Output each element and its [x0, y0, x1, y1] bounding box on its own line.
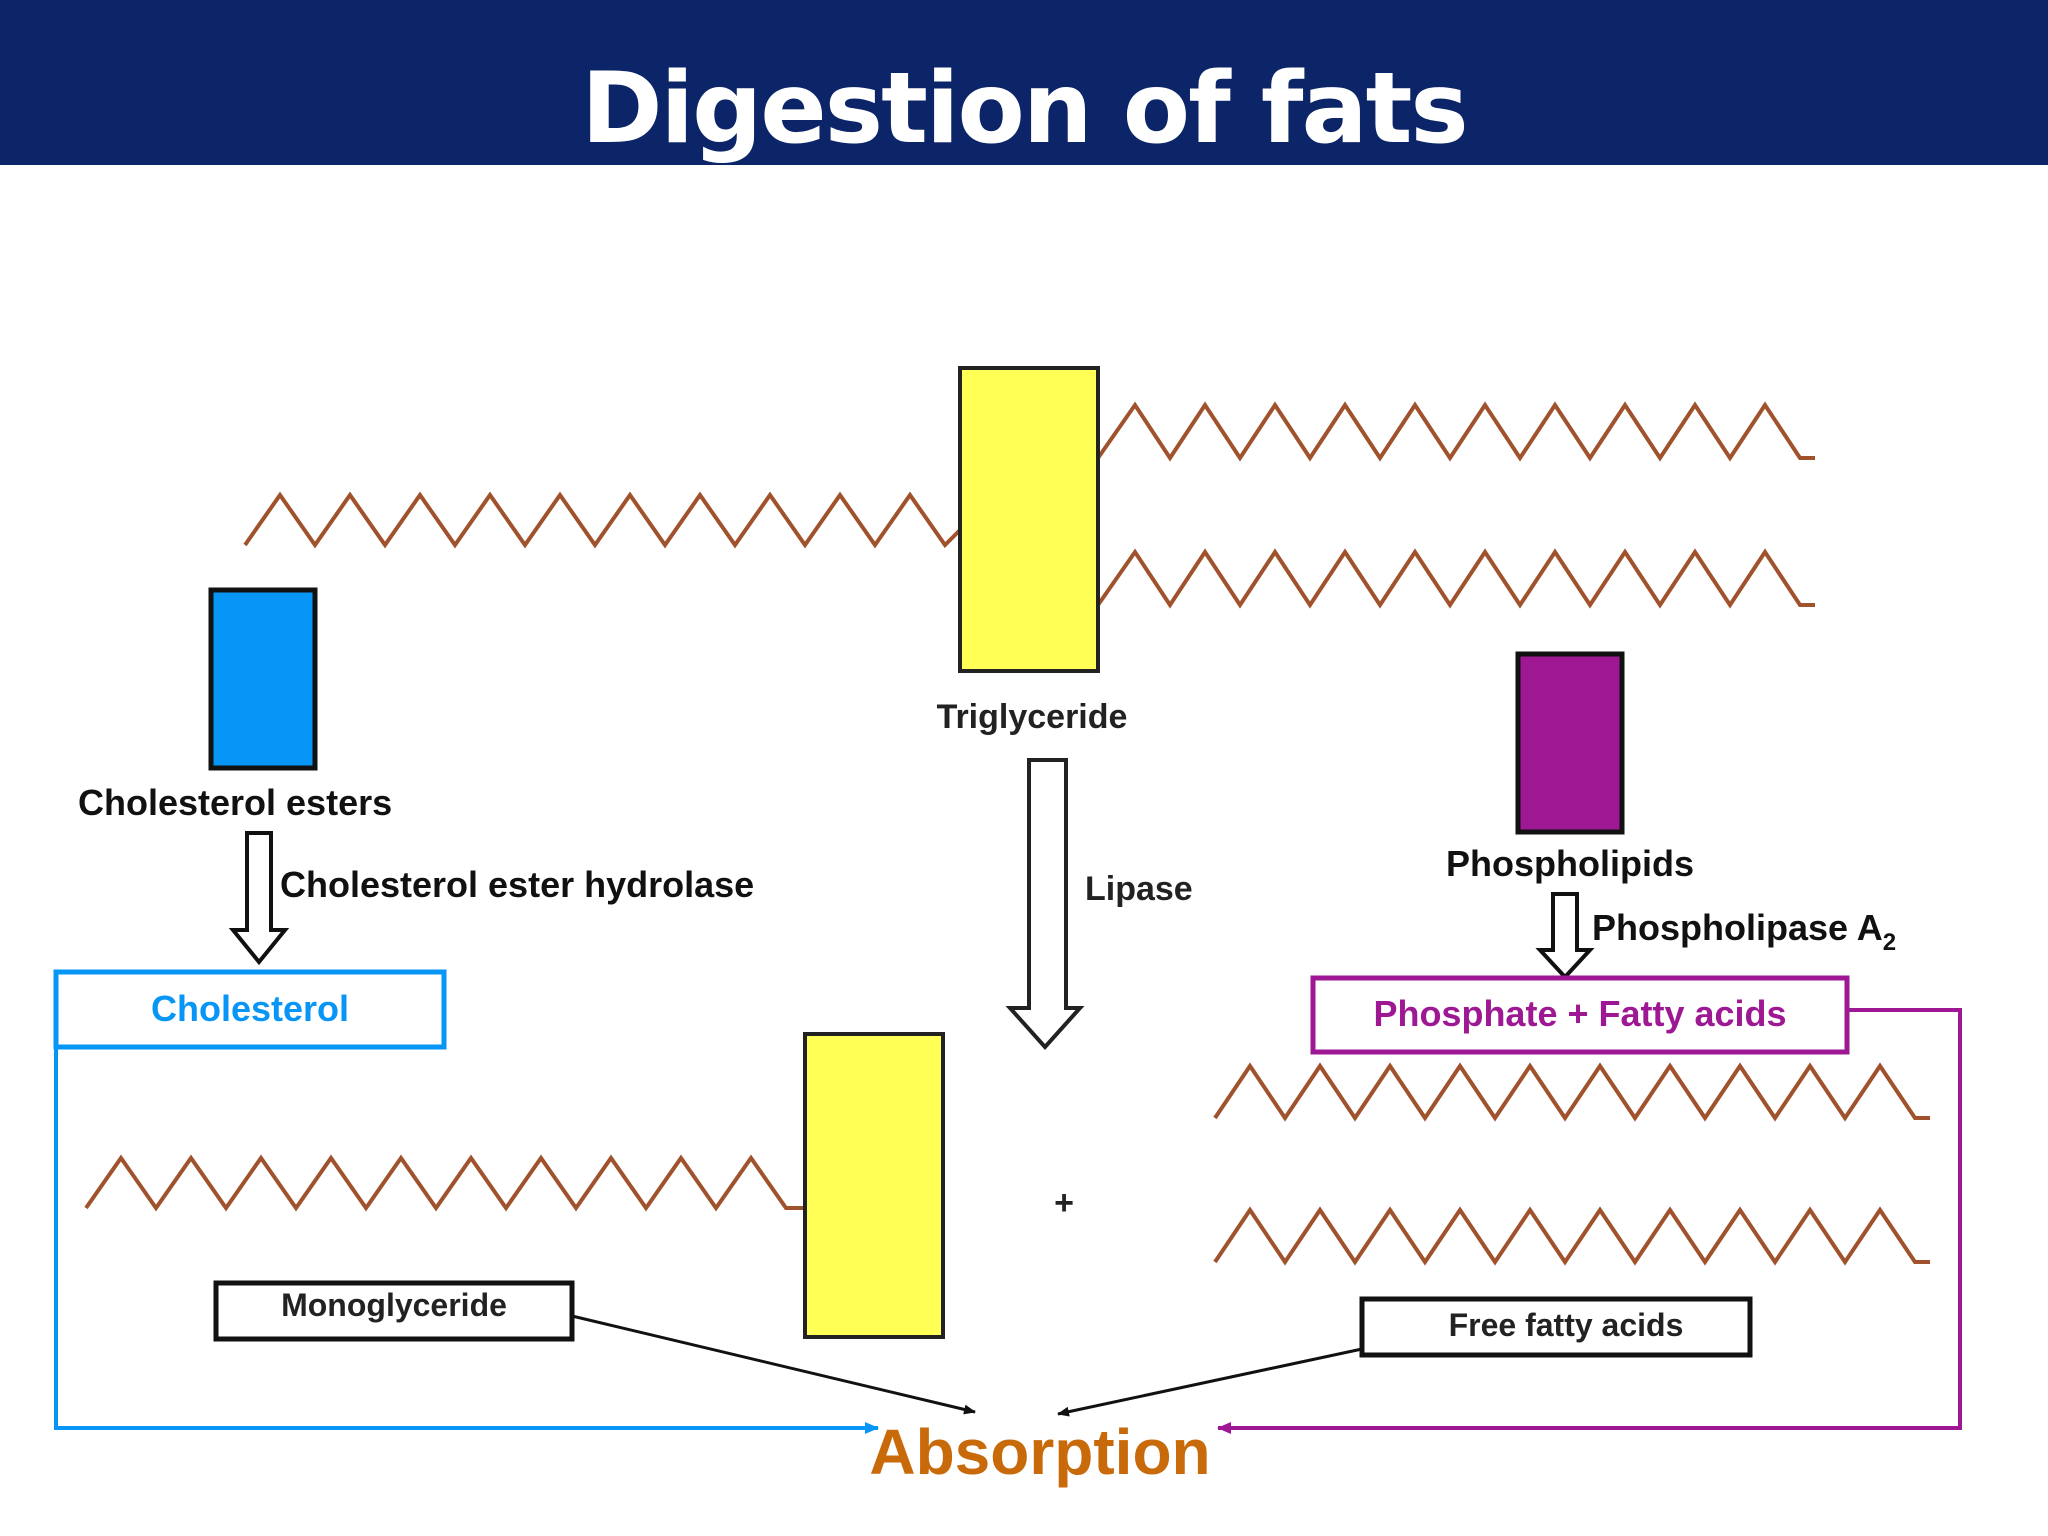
phosphate-to-absorption-arrow: [1217, 1008, 1962, 1434]
phospholipids-label: Phospholipids: [1446, 843, 1694, 884]
phosphate-fatty-acids-label: Phosphate + Fatty acids: [1373, 993, 1786, 1034]
monoglyceride-label: Monoglyceride: [281, 1287, 507, 1323]
fatty-acid-chain: [84, 1154, 805, 1212]
free-fatty-acids-to-absorption-arrow: [1057, 1347, 1363, 1417]
products-group: + Monoglyceride Free fatty acids: [84, 1032, 1930, 1417]
monoglyceride-box: [213, 1280, 575, 1342]
phosphate-fatty-acids-box: [1310, 975, 1850, 1055]
fatty-acid-chain: [1096, 548, 1815, 609]
monoglyceride-to-absorption-arrow: [571, 1314, 976, 1415]
fatty-acid-chain: [1213, 1062, 1930, 1122]
free-fatty-acids-box: [1359, 1296, 1753, 1358]
cholesterol-esters-label: Cholesterol esters: [78, 782, 392, 823]
lipase-arrow: [1005, 758, 1085, 1050]
fatty-acid-chain: [1096, 401, 1815, 462]
plus-sign: +: [1054, 1184, 1074, 1222]
fatty-acid-chain: [243, 491, 962, 549]
free-fatty-acids-label: Free fatty acids: [1449, 1307, 1684, 1343]
phospholipid-group: Phospholipids Phospholipase A2 Phosphate…: [1217, 651, 1962, 1434]
cholesterol-to-absorption-arrow: [54, 1047, 879, 1434]
monoglyceride-glycerol-block: [803, 1032, 945, 1339]
lipase-step: Lipase: [1005, 758, 1193, 1050]
page-title: Digestion of fats: [581, 52, 1469, 166]
triglyceride-group: Triglyceride: [243, 366, 1815, 736]
phospholipase-label: Phospholipase A2: [1592, 907, 1896, 956]
triglyceride-label: Triglyceride: [937, 698, 1128, 736]
cholesterol-box: [53, 969, 447, 1050]
triglyceride-glycerol-block: [958, 366, 1100, 673]
cholesterol-ester-block: [208, 587, 318, 771]
lipase-label: Lipase: [1085, 870, 1193, 908]
cholesterol-ester-hydrolase-label: Cholesterol ester hydrolase: [280, 864, 754, 905]
title-bar: [0, 0, 2048, 165]
cholesterol-group: Cholesterol esters Cholesterol ester hyd…: [53, 587, 879, 1434]
phospholipase-arrow: [1535, 892, 1595, 980]
cholesterol-label: Cholesterol: [151, 988, 349, 1029]
absorption-label: Absorption: [869, 1416, 1210, 1488]
phospholipid-block: [1515, 651, 1625, 835]
cholesterol-hydrolase-arrow: [228, 831, 290, 966]
fatty-acid-chain: [1213, 1206, 1930, 1266]
